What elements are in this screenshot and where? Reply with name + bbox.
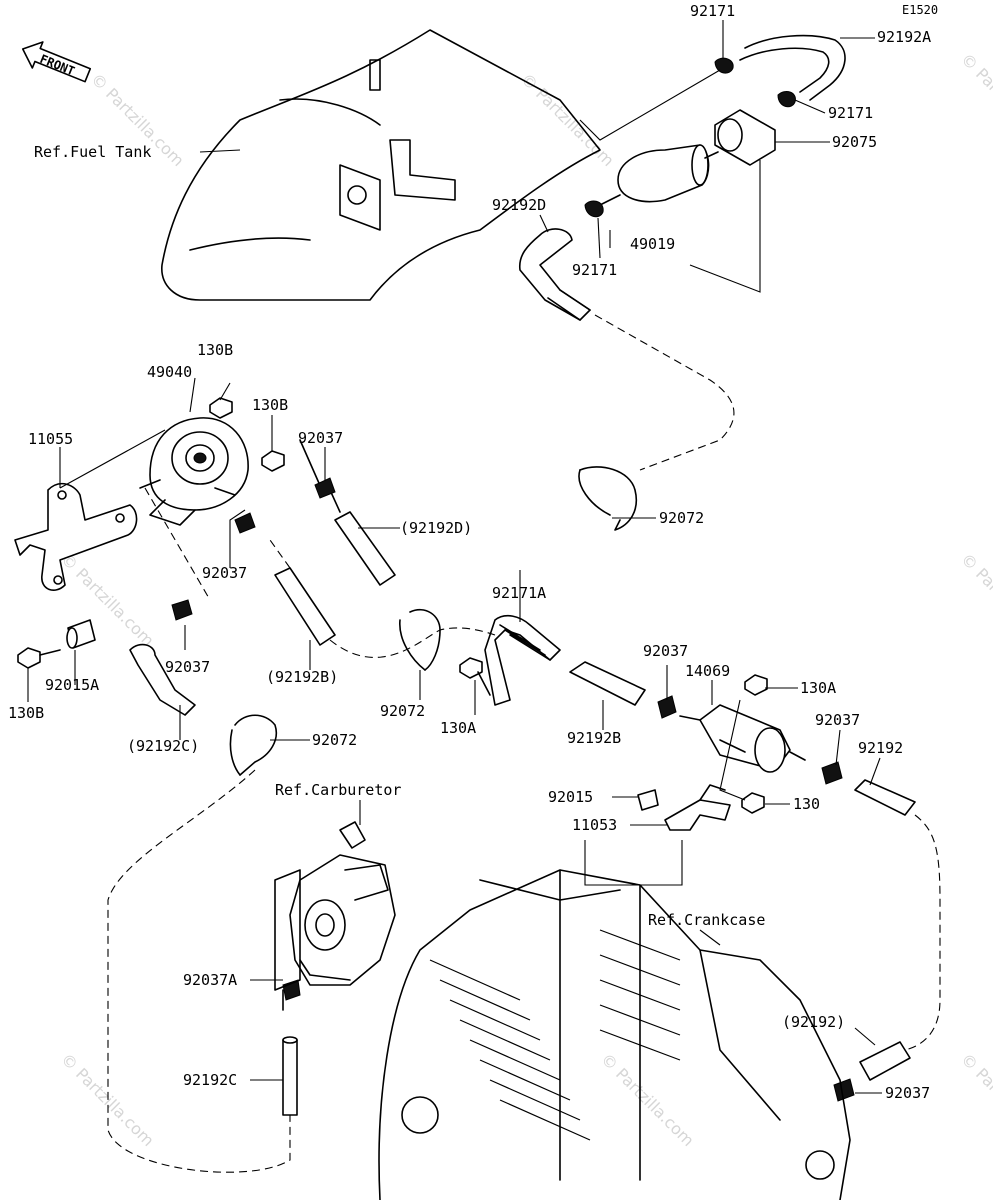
part-label-92072: 92072 bbox=[380, 702, 425, 720]
part-label-92072: 92072 bbox=[312, 731, 357, 749]
part-label-92192D-paren: (92192D) bbox=[400, 519, 472, 537]
part-label-92072: 92072 bbox=[659, 509, 704, 527]
clamps-92037 bbox=[171, 477, 855, 1102]
watermark-text: © Partzilla.com bbox=[957, 549, 993, 650]
part-label-49019: 49019 bbox=[630, 235, 675, 253]
fuel-pump-49040 bbox=[139, 417, 249, 526]
hose-92192B bbox=[569, 661, 646, 706]
part-label-92037: 92037 bbox=[165, 658, 210, 676]
ref-carburetor-label: Ref.Carburetor bbox=[275, 781, 401, 799]
clamp-92171A bbox=[484, 614, 561, 706]
part-label-92037: 92037 bbox=[815, 711, 860, 729]
part-label-92037: 92037 bbox=[298, 429, 343, 447]
part-label-92192D: 92192D bbox=[492, 196, 546, 214]
part-label-130A: 130A bbox=[800, 679, 836, 697]
part-label-11053: 11053 bbox=[572, 816, 617, 834]
bolts-130B bbox=[17, 397, 285, 669]
part-label-92171: 92171 bbox=[572, 261, 617, 279]
part-label-92171A: 92171A bbox=[492, 584, 546, 602]
part-label-92192C: 92192C bbox=[183, 1071, 237, 1089]
ref-fuel-tank-label: Ref.Fuel Tank bbox=[34, 143, 151, 161]
collar-92015 bbox=[637, 789, 659, 811]
part-label-92192B-paren: (92192B) bbox=[266, 668, 338, 686]
fuel-tank bbox=[161, 29, 601, 301]
part-label-92192A: 92192A bbox=[877, 28, 931, 46]
ref-crankcase-label: Ref.Crankcase bbox=[648, 911, 765, 929]
fuel-filter-49019 bbox=[599, 144, 719, 206]
bracket-11055 bbox=[14, 482, 138, 591]
part-label-92037A: 92037A bbox=[183, 971, 237, 989]
carburetor bbox=[274, 821, 396, 1011]
hose-92192C bbox=[129, 643, 196, 716]
part-label-92192: 92192 bbox=[858, 739, 903, 757]
clamp-92171 bbox=[584, 57, 796, 218]
bolt-130 bbox=[741, 792, 765, 814]
filter-holder-92075 bbox=[714, 109, 776, 166]
hose-92192D-pump bbox=[299, 439, 396, 586]
front-arrow-icon: FRONT bbox=[21, 41, 92, 83]
crankcase bbox=[378, 869, 851, 1200]
part-label-92192B: 92192B bbox=[567, 729, 621, 747]
watermark-text: © Partzilla.com bbox=[957, 1049, 993, 1150]
part-label-92015: 92015 bbox=[548, 788, 593, 806]
part-label-92171: 92171 bbox=[828, 104, 873, 122]
hose-92192C-carb bbox=[282, 1036, 298, 1116]
part-label-11055: 11055 bbox=[28, 430, 73, 448]
bolt-130A bbox=[459, 657, 768, 696]
hose-92192 bbox=[854, 779, 916, 816]
part-label-92192-paren: (92192) bbox=[782, 1013, 845, 1031]
part-label-92037: 92037 bbox=[885, 1084, 930, 1102]
part-label-14069: 14069 bbox=[685, 662, 730, 680]
hose-92192B-pump bbox=[274, 567, 336, 646]
hose-92192A bbox=[739, 34, 846, 101]
watermark-text: © Partzilla.com bbox=[597, 1049, 698, 1150]
hose-92192D bbox=[518, 228, 591, 321]
part-label-92192C-paren: (92192C) bbox=[127, 737, 199, 755]
part-label-49040: 49040 bbox=[147, 363, 192, 381]
bracket-11053 bbox=[664, 784, 731, 831]
leader-lines bbox=[27, 20, 882, 1094]
part-label-130A: 130A bbox=[440, 719, 476, 737]
diagram-code: E1520 bbox=[902, 3, 938, 17]
fuel-filter-14069 bbox=[679, 704, 806, 773]
part-label-92015A: 92015A bbox=[45, 676, 99, 694]
part-label-92171: 92171 bbox=[690, 2, 735, 20]
part-label-130: 130 bbox=[793, 795, 820, 813]
part-label-130B: 130B bbox=[252, 396, 288, 414]
collar-92015A bbox=[66, 619, 96, 649]
part-label-130B: 130B bbox=[197, 341, 233, 359]
hose-routes bbox=[107, 314, 941, 1173]
part-label-92075: 92075 bbox=[832, 133, 877, 151]
part-label-92037: 92037 bbox=[643, 642, 688, 660]
part-label-130B: 130B bbox=[8, 704, 44, 722]
hose-92192-lower bbox=[859, 1041, 911, 1081]
watermark-text: © Partzilla.com bbox=[957, 49, 993, 150]
part-label-92037: 92037 bbox=[202, 564, 247, 582]
